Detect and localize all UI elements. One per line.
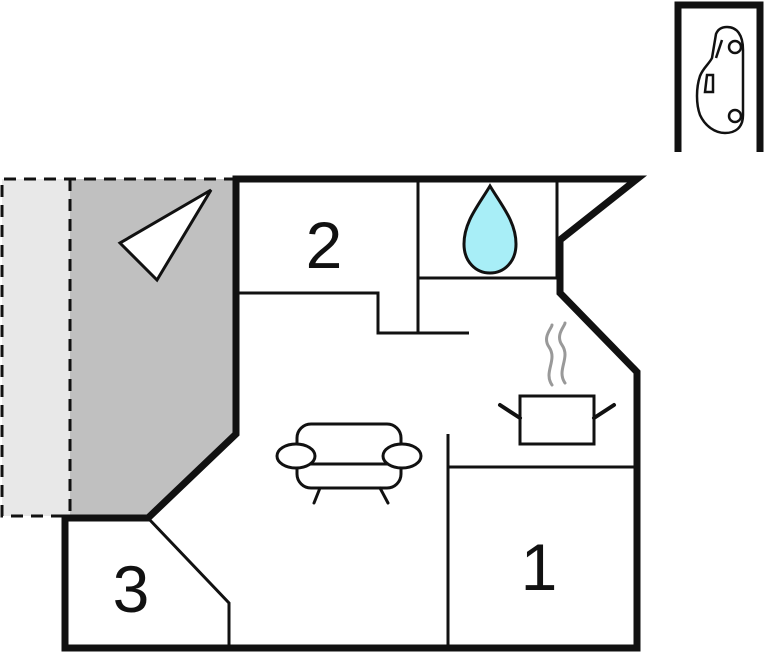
cooking-pot-icon: [498, 321, 616, 446]
water-drop-icon: [462, 183, 518, 275]
interior-walls: [146, 179, 637, 648]
room-number-3: 3: [113, 552, 150, 626]
terrace-dashed-outline: [0, 177, 236, 518]
room-number-1: 1: [521, 530, 558, 604]
sun-umbrella-icon: [117, 188, 213, 283]
terrace-extension: [2, 179, 70, 516]
outer-walls: [61, 175, 648, 652]
room-number-2: 2: [306, 208, 343, 282]
car-icon: [695, 25, 745, 135]
sofa-icon: [275, 422, 423, 505]
parking: [674, 1, 764, 152]
terrace: [70, 179, 236, 518]
